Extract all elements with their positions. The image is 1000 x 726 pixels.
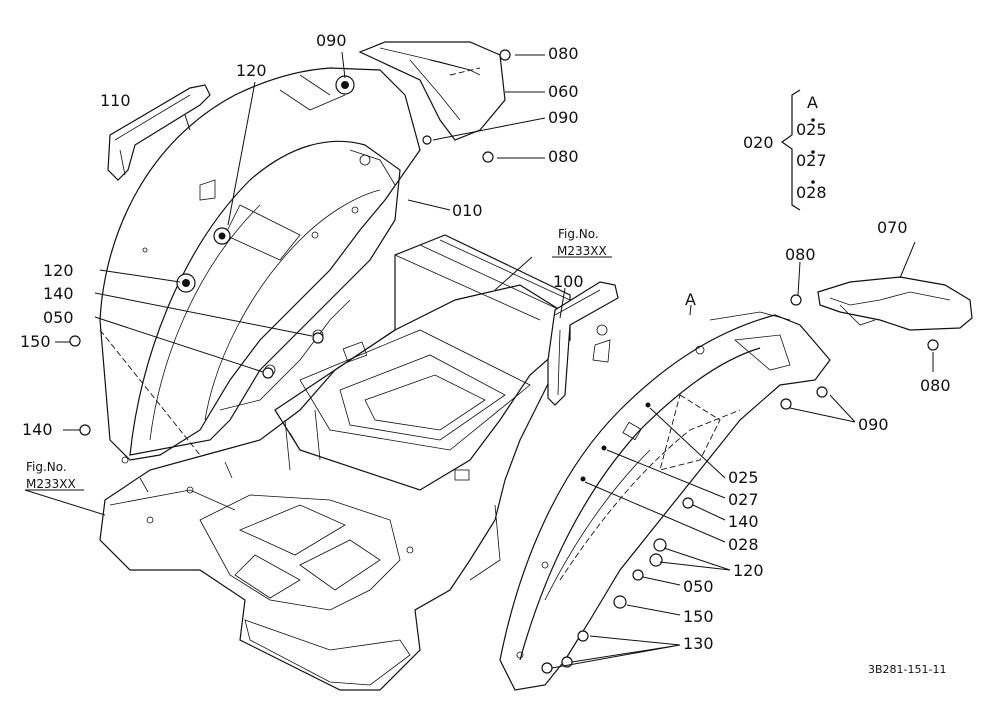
label-028: 028 — [728, 535, 759, 554]
label-025: 025 — [728, 468, 759, 487]
assembly-bracket — [780, 89, 815, 211]
label-110: 110 — [100, 91, 131, 110]
assembly-item: 027 — [796, 151, 827, 170]
leader-lines — [24, 51, 934, 669]
label-050-left: 050 — [43, 308, 74, 327]
fig-ref-2-code: M233XX — [26, 477, 76, 491]
label-140-left: 140 — [43, 284, 74, 303]
assembly-head: A — [807, 93, 818, 112]
center-frame — [274, 234, 571, 581]
fig-ref-1-title: Fig.No. — [558, 227, 599, 241]
label-150-left: 150 — [20, 332, 51, 351]
label-090-top: 090 — [316, 31, 347, 50]
label-080-right-top: 080 — [785, 245, 816, 264]
assembly-code: 020 — [743, 133, 774, 152]
label-010: 010 — [452, 201, 483, 220]
label-060: 060 — [548, 82, 579, 101]
fig-ref-1-code: M233XX — [557, 244, 607, 258]
top-cover — [358, 41, 506, 141]
label-150-right: 150 — [683, 607, 714, 626]
label-130: 130 — [683, 634, 714, 653]
label-080-right-low: 080 — [920, 376, 951, 395]
label-120-left: 120 — [43, 261, 74, 280]
assembly-item: 025 — [796, 120, 827, 139]
floor-deck — [99, 284, 561, 691]
drawing-code: 3B281-151-11 — [868, 663, 947, 676]
label-120-right: 120 — [733, 561, 764, 580]
label-070: 070 — [877, 218, 908, 237]
assembly-item: 028 — [796, 183, 827, 202]
label-080-mid: 080 — [548, 147, 579, 166]
right-fender — [499, 311, 831, 691]
label-ref-a: A — [685, 290, 696, 309]
label-027: 027 — [728, 490, 759, 509]
label-120-top: 120 — [236, 61, 267, 80]
label-050-right: 050 — [683, 577, 714, 596]
right-handle — [547, 281, 619, 406]
label-090-right: 090 — [858, 415, 889, 434]
left-handle — [107, 84, 216, 201]
label-140-right: 140 — [728, 512, 759, 531]
figure-reference-lines — [25, 256, 612, 491]
fig-ref-2-title: Fig.No. — [26, 460, 67, 474]
left-fender — [99, 67, 421, 464]
label-080-top: 080 — [548, 44, 579, 63]
right-top-cover — [817, 276, 973, 331]
label-100: 100 — [553, 272, 584, 291]
label-140-low: 140 — [22, 420, 53, 439]
label-090-mid: 090 — [548, 108, 579, 127]
